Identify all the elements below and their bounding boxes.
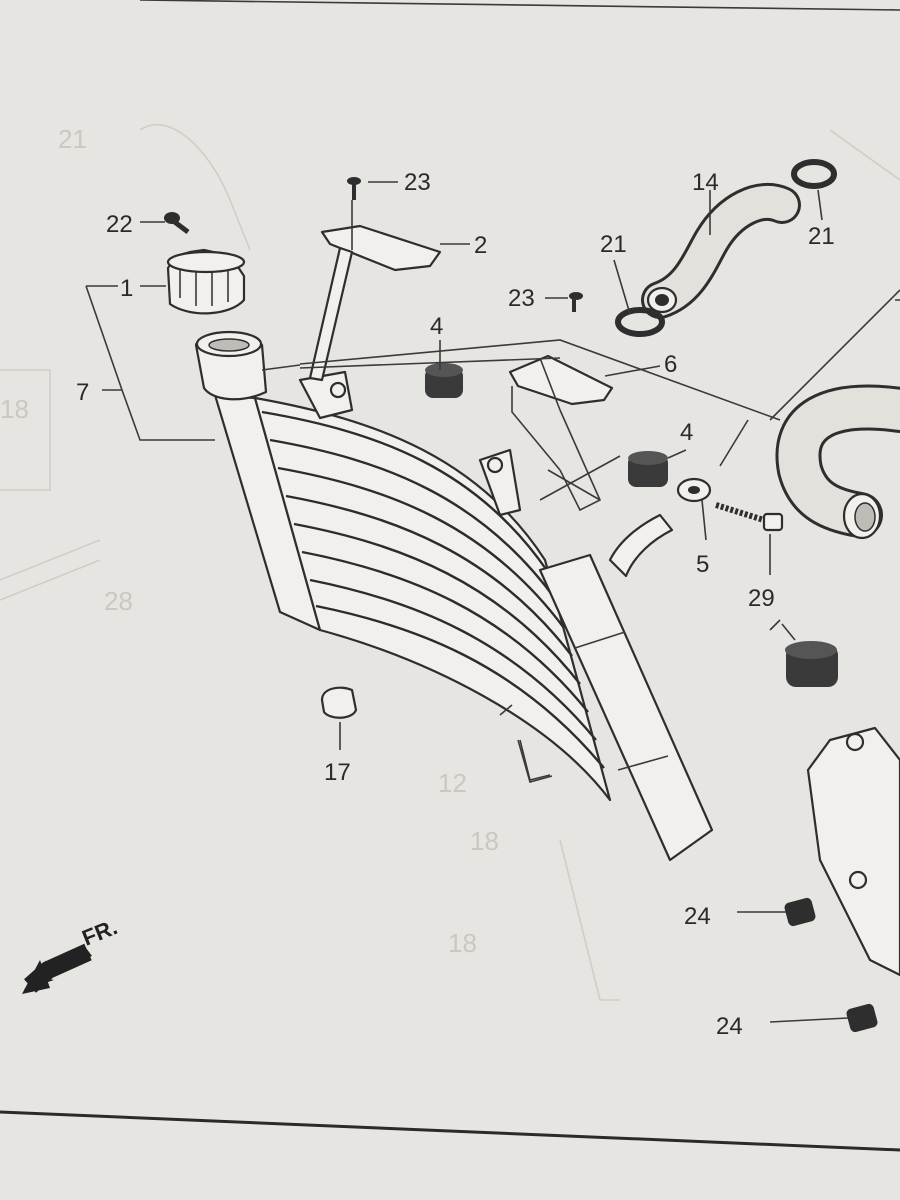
bolt (715, 502, 784, 532)
ghost-callout: 18 (448, 928, 477, 958)
ghost-bleed-through: 12 18 18 28 18 21 (0, 124, 900, 1001)
screw-22 (164, 212, 190, 234)
upper-bracket (308, 200, 442, 382)
nut-24-upper (784, 897, 816, 927)
callout-2: 2 (474, 232, 487, 259)
front-label: FR. (79, 914, 121, 950)
callout-24-upper: 24 (684, 903, 711, 930)
callout-labels: 1 2 4 4 5 6 7 14 17 21 21 22 23 23 24 24… (76, 169, 835, 1040)
callout-21-right: 21 (808, 223, 835, 250)
nut-24-lower (846, 1003, 878, 1033)
page-bottom-border (0, 1110, 900, 1152)
callout-17: 17 (324, 759, 351, 786)
radiator-fins (261, 410, 605, 769)
screw-23-upper (347, 177, 361, 200)
hose-clamp-upper (791, 159, 837, 189)
side-bracket (508, 354, 614, 512)
callout-5: 5 (696, 551, 709, 578)
callout-7: 7 (76, 379, 89, 406)
callout-21-left: 21 (600, 231, 627, 258)
callout-4-upper: 4 (430, 313, 443, 340)
ghost-callout: 18 (470, 826, 499, 856)
rubber-pad (320, 686, 358, 719)
overflow-tube (261, 364, 301, 371)
hose-clamp-lower (615, 307, 665, 337)
callout-23-lower: 23 (508, 285, 535, 312)
callout-22: 22 (106, 211, 133, 238)
callout-23-upper: 23 (404, 169, 431, 196)
collar (676, 477, 712, 503)
radiator-cap (166, 248, 246, 315)
assembly-outline-right (769, 289, 900, 421)
callout-29: 29 (748, 585, 775, 612)
front-direction-marker: FR. (22, 914, 121, 994)
ghost-callout: 28 (104, 586, 133, 616)
reserve-tank-fragment (806, 726, 900, 977)
upper-hose (641, 182, 801, 319)
assembly-outline-right-lower (769, 619, 796, 641)
bracket-stay (308, 246, 354, 382)
lower-hose (775, 384, 900, 540)
ghost-callout: 12 (438, 768, 467, 798)
ghost-callout: 21 (58, 124, 87, 154)
grommet-upper (425, 363, 463, 398)
callout-24-lower: 24 (716, 1013, 743, 1040)
radiator-outlet-pipe (608, 513, 674, 578)
callout-14: 14 (692, 169, 719, 196)
callout-1: 1 (120, 275, 133, 302)
ghost-callout: 18 (0, 394, 29, 424)
radiator-right-tank-ribs (574, 631, 669, 771)
screw-23-lower (569, 292, 583, 312)
callout-4-lower: 4 (680, 419, 693, 446)
top-border-line (139, 0, 900, 11)
radiator (194, 330, 714, 862)
radiator-right-tank (538, 553, 714, 862)
leader-lines (85, 181, 849, 1023)
grommet-lower (628, 451, 668, 487)
radiator-core (253, 396, 612, 802)
grommet-right (785, 641, 838, 687)
callout-6: 6 (664, 351, 677, 378)
